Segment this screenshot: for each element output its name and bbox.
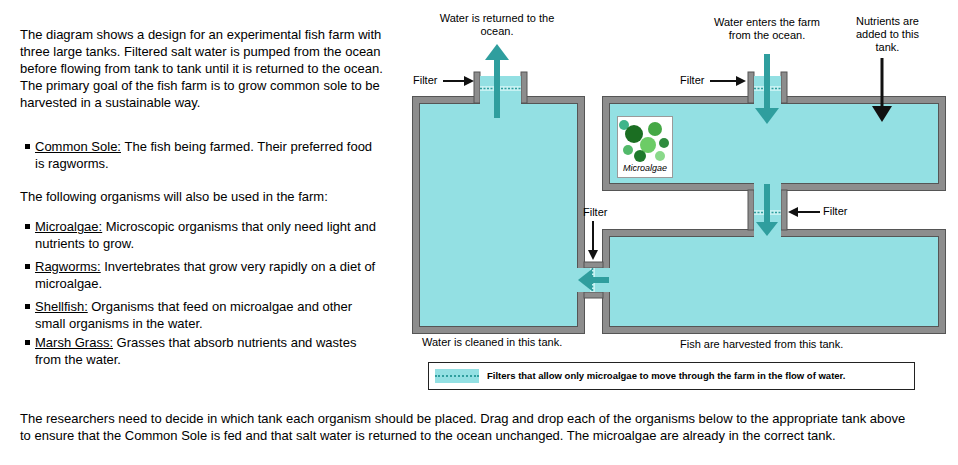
flow-connector	[756, 184, 778, 236]
bullet-text: Ragworms:Invertebrates that grow very ra…	[35, 258, 383, 292]
algae-cell	[640, 137, 656, 153]
neck-wall	[521, 72, 527, 103]
legend-text: Filters that allow only microalgae to mo…	[487, 370, 907, 382]
algae-cell	[648, 122, 662, 136]
term: Marsh Grass:	[35, 335, 113, 350]
pointer-line	[710, 80, 738, 82]
flow-connector	[578, 269, 609, 291]
bullet-text: Marsh Grass:Grasses that absorb nutrient…	[35, 334, 383, 368]
legend-swatch	[435, 369, 479, 383]
filter-line	[480, 88, 521, 90]
pointer-line	[592, 221, 594, 252]
neck-wall	[474, 72, 480, 103]
pipe-wall	[584, 262, 603, 268]
pipe-water	[577, 268, 610, 292]
term: Ragworms:	[35, 259, 101, 274]
outflow-arrowhead	[485, 44, 509, 60]
flow-arrowhead	[756, 222, 778, 236]
cleaning-tank: Water is cleaned in this tank.	[413, 97, 584, 333]
bullet-marker	[25, 264, 30, 269]
diagram-label: Water enters the farm from the ocean.	[707, 16, 827, 42]
filter-band	[590, 268, 595, 292]
pointer-head	[736, 76, 746, 86]
pointer-line	[796, 211, 820, 213]
filter-line	[754, 212, 781, 214]
microalgae-box: Microalgae	[617, 116, 673, 178]
bullet-marker	[25, 304, 30, 309]
neck-wall	[748, 72, 754, 103]
outflow-arrow	[494, 56, 500, 118]
node-label: Fish are harvested from this tank.	[680, 338, 900, 351]
pipe-wall	[781, 190, 787, 230]
description: Microscopic organisms that only need lig…	[35, 219, 376, 251]
filter-band	[754, 86, 781, 91]
description: Invertebrates that grow very rapidly on …	[35, 259, 375, 291]
pipe-wall	[584, 292, 603, 298]
bullet-text: Shellfish:Organisms that feed on microal…	[35, 298, 383, 332]
pointer-head	[588, 250, 598, 260]
neck-wall	[781, 72, 787, 103]
flow-arrowhead	[578, 269, 592, 291]
bullet-text: Common Sole:The fish being farmed. Their…	[35, 138, 383, 172]
diagram-label: Filter	[680, 74, 720, 87]
filter-line	[592, 268, 594, 292]
neck-water	[754, 76, 781, 104]
legend-filter-line	[435, 375, 479, 377]
filter-line	[754, 88, 781, 90]
neck-water	[480, 76, 521, 104]
term: Microalgae:	[35, 219, 102, 234]
legend-box: Filters that allow only microalgae to mo…	[428, 362, 915, 390]
filter-band	[480, 86, 521, 91]
inflow-arrow	[764, 54, 770, 112]
flow-line	[588, 277, 609, 283]
diagram-label: Water is returned to the ocean.	[432, 12, 562, 38]
harvest-tank: Fish are harvested from this tank.	[603, 230, 945, 333]
nutrient-arrow	[881, 58, 884, 110]
pipe-water	[754, 183, 781, 237]
diagram-label: Filter	[583, 206, 623, 219]
node-label: Nutrients are added to this tank.	[855, 15, 920, 54]
node-label: Microalgae	[617, 163, 673, 174]
algae-cell	[623, 145, 633, 155]
algae-cell	[619, 120, 629, 130]
algae-cell	[655, 151, 665, 161]
pipe-wall	[748, 190, 754, 230]
description: The fish being farmed. Their preferred f…	[35, 139, 372, 171]
paragraph: The researchers need to decide in which …	[20, 410, 908, 444]
filter-band	[754, 210, 781, 215]
term: Shellfish:	[35, 299, 88, 314]
description: Grasses that absorb nutrients and wastes…	[35, 335, 356, 367]
paragraph: The diagram shows a design for an experi…	[20, 26, 388, 111]
flow-line	[764, 184, 770, 226]
pointer-line	[443, 80, 466, 82]
algae-cell	[659, 138, 669, 148]
bullet-text: Microalgae:Microscopic organisms that on…	[35, 218, 383, 252]
diagram-label: Filter	[823, 205, 863, 218]
inflow-arrowhead	[755, 108, 779, 124]
node-label: Water is cleaned in this tank.	[422, 336, 602, 349]
algae-cell	[634, 150, 646, 162]
nutrient-tank: Nutrients are added to this tank.Microal…	[603, 97, 945, 190]
bullet-marker	[25, 144, 30, 149]
description: Organisms that feed on microalgae and ot…	[35, 299, 352, 331]
pointer-head	[464, 76, 474, 86]
bullet-marker	[25, 224, 30, 229]
bullet-marker	[25, 340, 30, 345]
term: Common Sole:	[35, 139, 121, 154]
nutrient-arrowhead	[872, 106, 892, 122]
intro-line: The following organisms will also be use…	[20, 188, 400, 205]
algae-cell	[625, 125, 643, 143]
diagram-label: Filter	[413, 74, 453, 87]
pointer-head	[788, 207, 798, 217]
